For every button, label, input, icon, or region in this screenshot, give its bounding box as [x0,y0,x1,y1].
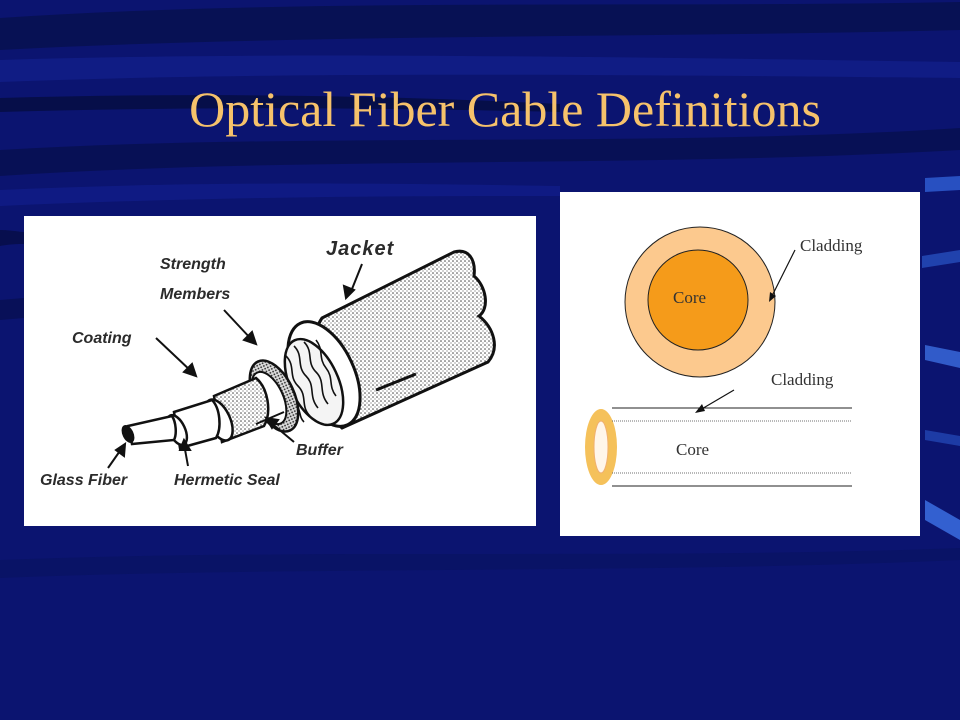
slide-title: Optical Fiber Cable Definitions [189,81,821,137]
cable-diagram-panel: Jacket Strength Members Coating Buffer G… [24,216,536,526]
label-coating: Coating [72,330,132,347]
label-glass-fiber: Glass Fiber [40,472,128,489]
cladding-pointer-bottom [699,389,735,411]
label-core-top: Core [673,288,707,307]
label-strength-members-line2: Members [160,286,231,303]
fiber-structure-illustration [585,226,852,487]
fiber-end-inner [593,420,609,474]
label-jacket: Jacket [326,238,395,260]
pointer-arrows [107,263,363,469]
cable-illustration [107,249,496,469]
label-cladding-top: Cladding [800,236,863,255]
label-cladding-bottom: Cladding [771,370,834,389]
core-circle [647,249,749,351]
label-hermetic-seal: Hermetic Seal [174,472,280,489]
fiber-structure-panel: Cladding Core Cladding Core [560,192,920,536]
label-strength-members-line1: Strength [160,256,226,273]
label-buffer: Buffer [296,442,343,459]
label-core-bottom: Core [676,440,710,459]
cladding-pointer-top [771,249,796,297]
glass-fiber-shape [126,414,177,446]
